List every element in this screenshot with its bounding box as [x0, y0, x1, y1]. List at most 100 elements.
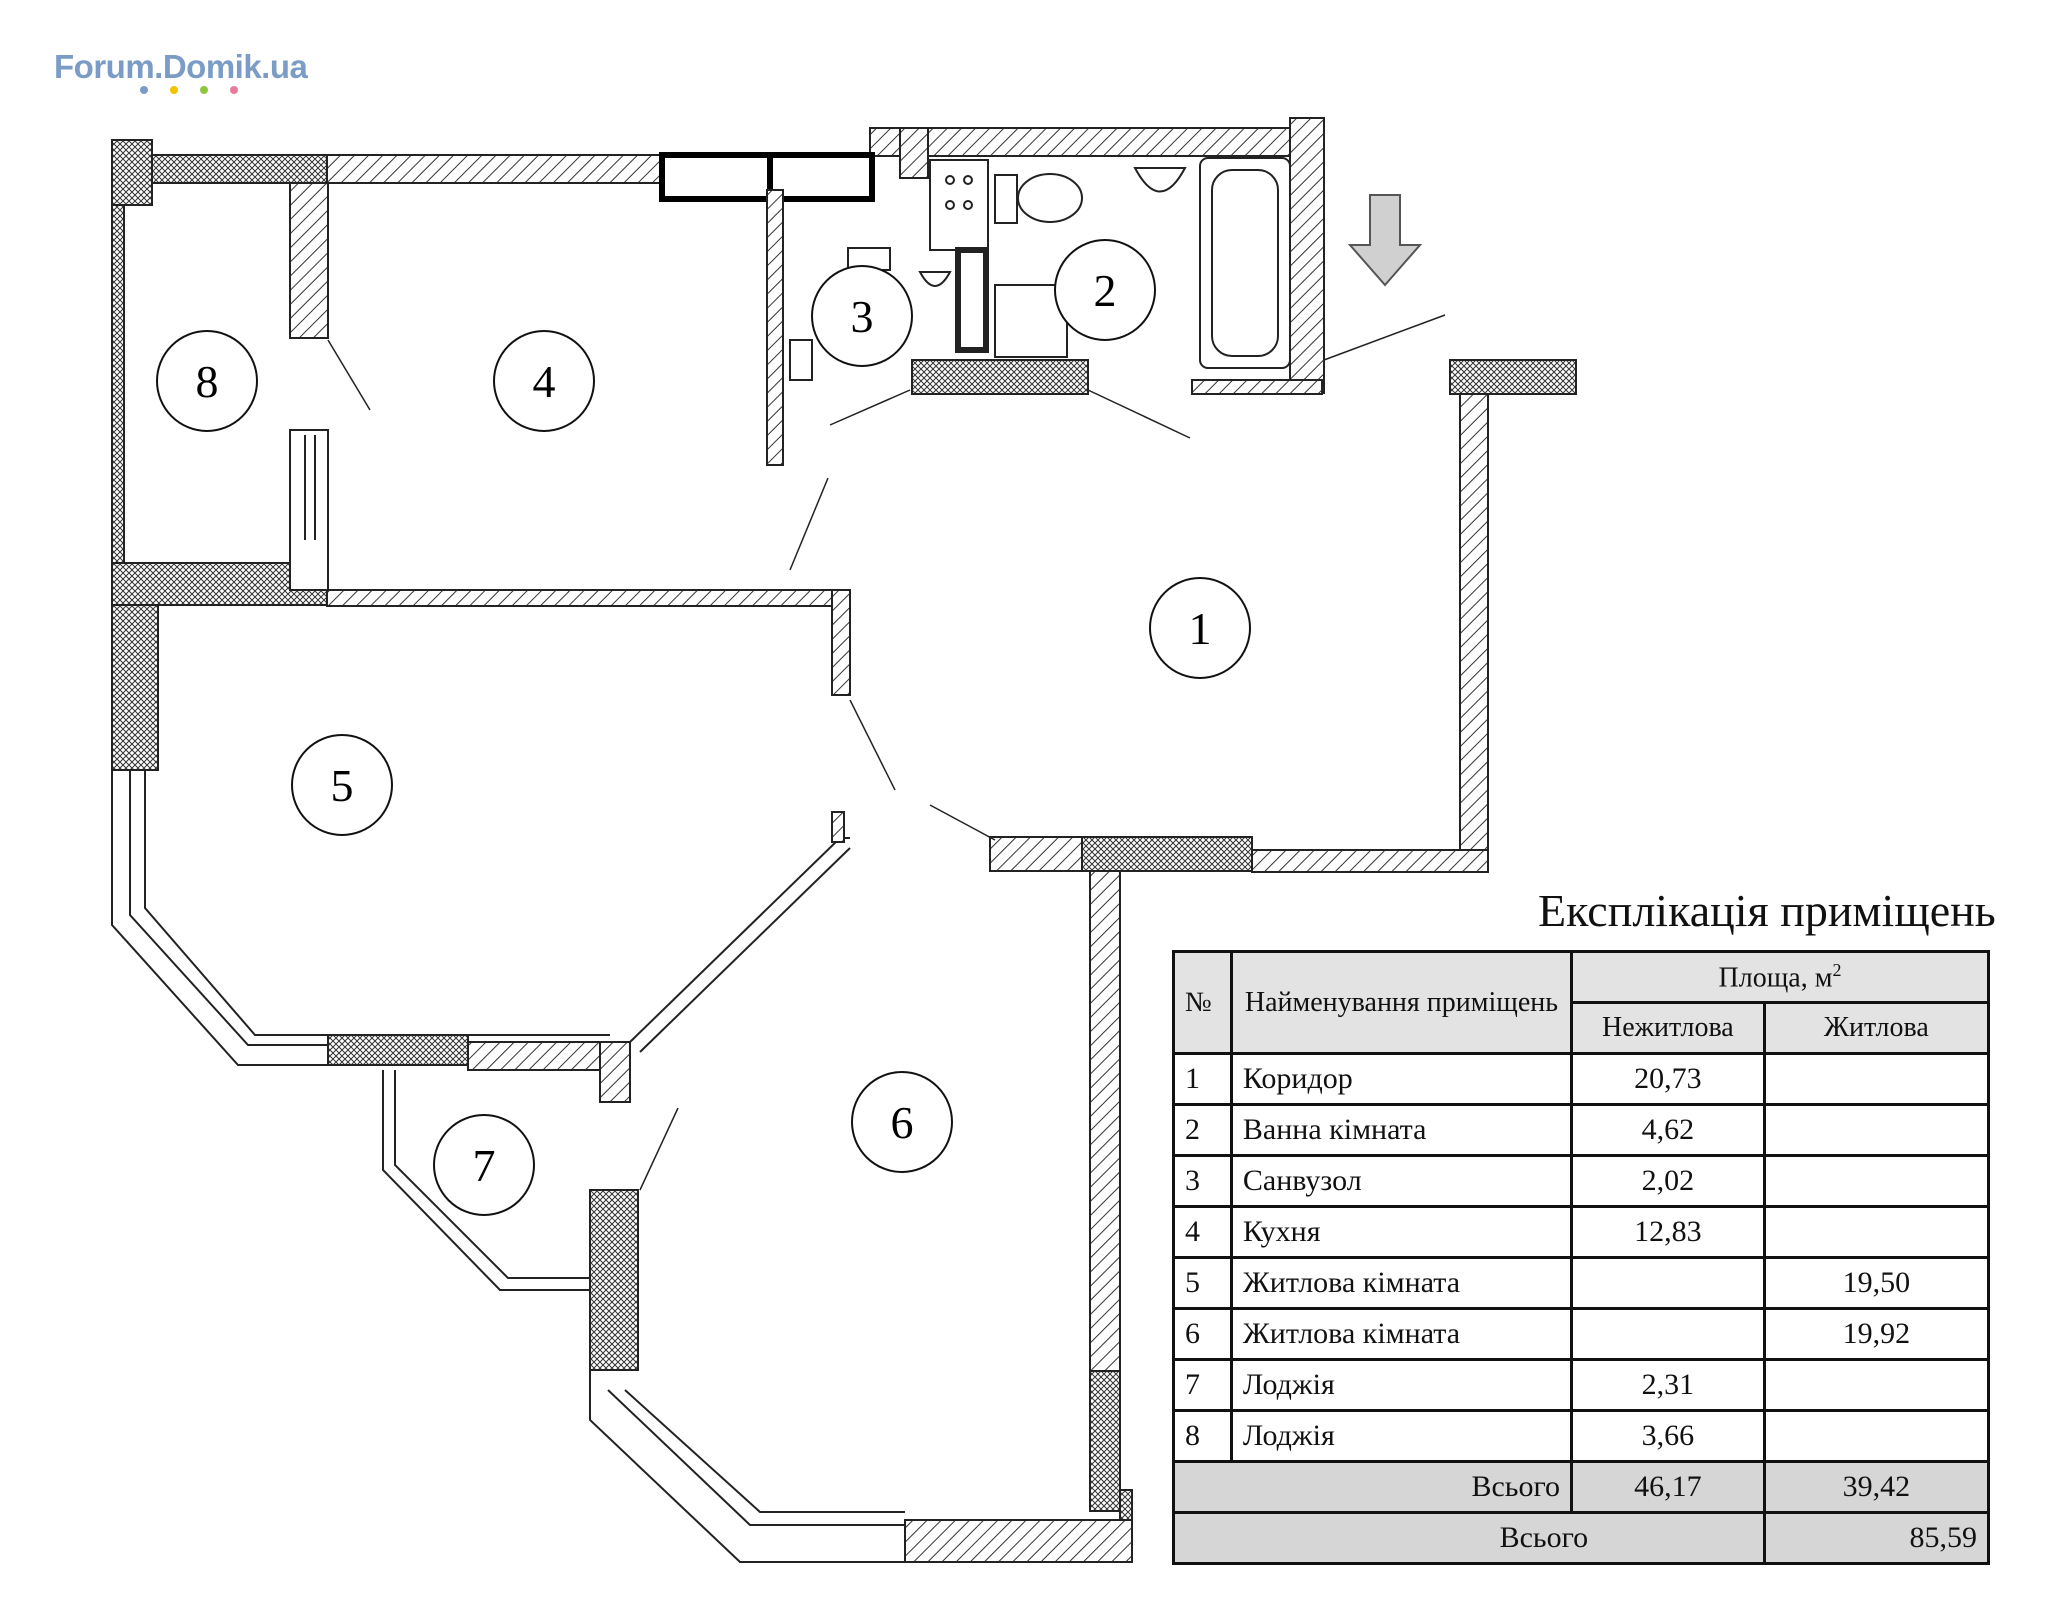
- wall: [1289, 117, 1325, 394]
- explication-table: № Найменування приміщень Площа, м2 Нежит…: [1171, 950, 1991, 1565]
- wall: [899, 127, 929, 179]
- room-number: 6: [891, 1097, 914, 1148]
- row-residential: [1762, 1358, 1991, 1412]
- toilet-tank: [994, 174, 1018, 224]
- room-label: 3: [811, 265, 913, 367]
- header-number: №: [1172, 950, 1233, 1055]
- row-non-residential: 20,73: [1570, 1052, 1766, 1106]
- row-number: 1: [1172, 1052, 1233, 1106]
- room-number: 5: [331, 760, 354, 811]
- header-area-sup: 2: [1832, 959, 1842, 980]
- row-name: Ванна кімната: [1229, 1103, 1574, 1157]
- room-number: 1: [1189, 603, 1212, 654]
- water-heater: [955, 247, 989, 353]
- wall: [111, 139, 153, 206]
- header-name: Найменування приміщень: [1229, 950, 1574, 1055]
- header-area-label: Площа, м: [1718, 962, 1833, 994]
- row-name: Коридор: [1229, 1052, 1574, 1106]
- wall: [1089, 870, 1121, 1372]
- room-label: 7: [433, 1114, 535, 1216]
- toilet: [1017, 173, 1083, 223]
- logo-dot: [140, 86, 148, 94]
- room-labels: 1 2 3 4 5 6 7 8: [156, 239, 1251, 1216]
- wall: [111, 204, 125, 564]
- wall: [1089, 1370, 1121, 1512]
- room-label: 8: [156, 330, 258, 432]
- row-number: 8: [1172, 1409, 1233, 1463]
- entrance-arrow-icon: [1347, 194, 1423, 287]
- wall: [989, 836, 1091, 872]
- room-number: 3: [851, 291, 874, 342]
- room-number: 8: [196, 356, 219, 407]
- wall: [911, 359, 1089, 395]
- sink: [1133, 167, 1187, 193]
- wall: [831, 589, 851, 696]
- wall: [1081, 836, 1253, 872]
- logo-dots: [140, 86, 238, 94]
- row-number: 4: [1172, 1205, 1233, 1259]
- room-label: 4: [493, 330, 595, 432]
- header-residential: Житлова: [1762, 1001, 1991, 1055]
- row-non-residential: 3,66: [1570, 1409, 1766, 1463]
- wall: [1449, 359, 1577, 395]
- stove: [929, 159, 989, 251]
- header-area: Площа, м2: [1570, 950, 1990, 1004]
- logo-dot: [230, 86, 238, 94]
- room-number: 7: [473, 1140, 496, 1191]
- wall: [589, 1189, 639, 1371]
- explication-title: Експлікація приміщень: [1538, 885, 1996, 936]
- row-number: 6: [1172, 1307, 1233, 1361]
- row-name: Житлова кімната: [1229, 1307, 1574, 1361]
- sink-small: [918, 271, 952, 287]
- row-number: 7: [1172, 1358, 1233, 1412]
- subtotal-label: Всього: [1171, 1460, 1574, 1514]
- wall: [327, 1034, 469, 1066]
- row-non-residential: 2,31: [1570, 1358, 1766, 1412]
- wall: [831, 811, 845, 843]
- row-non-residential: [1570, 1307, 1766, 1361]
- wall: [599, 1041, 631, 1103]
- room-number: 2: [1094, 265, 1117, 316]
- logo-dot: [200, 86, 208, 94]
- row-number: 2: [1172, 1103, 1233, 1157]
- row-name: Житлова кімната: [1229, 1256, 1574, 1310]
- row-non-residential: 4,62: [1570, 1103, 1766, 1157]
- wall: [766, 189, 784, 466]
- row-number: 5: [1172, 1256, 1233, 1310]
- room-label: 2: [1054, 239, 1156, 341]
- wall: [869, 127, 1291, 157]
- row-residential: [1762, 1409, 1991, 1463]
- row-non-residential: 2,02: [1570, 1154, 1766, 1208]
- header-non-residential: Нежитлова: [1570, 1001, 1766, 1055]
- row-name: Лоджія: [1229, 1358, 1574, 1412]
- row-residential: [1762, 1154, 1991, 1208]
- room-number: 4: [533, 356, 556, 407]
- walls: [111, 117, 1577, 1563]
- row-residential: 19,92: [1762, 1307, 1991, 1361]
- row-name: Санвузол: [1229, 1154, 1574, 1208]
- wall: [326, 589, 848, 607]
- row-residential: [1762, 1103, 1991, 1157]
- toilet-tank-small: [847, 247, 891, 271]
- wall: [904, 1519, 1133, 1563]
- row-name: Лоджія: [1229, 1409, 1574, 1463]
- row-non-residential: 12,83: [1570, 1205, 1766, 1259]
- row-non-residential: [1570, 1256, 1766, 1310]
- wall: [1251, 849, 1489, 873]
- logo-dot: [170, 86, 178, 94]
- row-number: 3: [1172, 1154, 1233, 1208]
- total-label: Всього: [1172, 1511, 1766, 1565]
- row-residential: [1762, 1205, 1991, 1259]
- total-value: 85,59: [1762, 1511, 1991, 1565]
- wall: [289, 429, 329, 591]
- row-residential: [1762, 1052, 1991, 1106]
- wall: [289, 182, 329, 339]
